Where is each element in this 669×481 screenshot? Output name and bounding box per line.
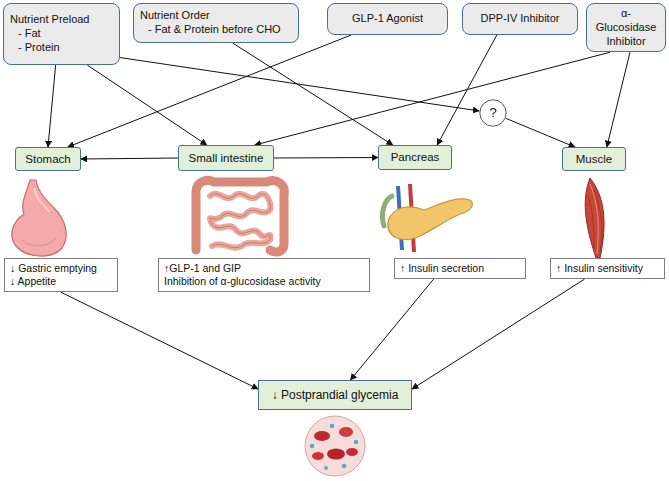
connector-arrow: [274, 157, 378, 159]
organ-box: Stomach: [15, 147, 81, 171]
node-heading: ↑ Insulin secretion: [400, 262, 484, 275]
node-heading: α-Glucosidase Inhibitor: [591, 7, 661, 48]
node-heading: ↑GLP-1 and GIP: [164, 262, 241, 275]
connector-arrow: [120, 58, 479, 111]
connector-arrow: [350, 279, 433, 380]
intervention-box: DPP-IV Inhibitor: [462, 3, 578, 35]
connector-arrow: [412, 279, 585, 389]
node-text: - Fat & Protein before CHO: [148, 23, 281, 37]
node-heading: Small intestine: [189, 151, 264, 165]
node-heading: ↓ Postprandial glycemia: [272, 388, 399, 403]
effect-box: ↑ Insulin sensitivity: [550, 258, 665, 279]
blood-illustration: [305, 416, 365, 476]
node-heading: Nutrient Order: [140, 9, 210, 23]
organ-box: Pancreas: [378, 145, 452, 170]
organ-box: Muscle: [562, 147, 626, 171]
pancreas-illustration: [382, 184, 472, 252]
connector-arrow: [61, 292, 258, 389]
node-text: Inhibition of α-glucosidase activity: [164, 275, 321, 288]
node-heading: GLP-1 Agonist: [352, 12, 423, 26]
effect-box: ↓ Gastric emptying↓ Appetite: [4, 258, 118, 292]
effect-box: ↑ Insulin secretion: [394, 258, 526, 279]
node-heading: Pancreas: [391, 150, 440, 164]
node-text: - Fat: [18, 27, 41, 41]
node-heading: Muscle: [576, 152, 612, 166]
node-heading: ↑ Insulin sensitivity: [556, 262, 643, 275]
node-heading: ?: [489, 105, 496, 121]
effect-box: ↑GLP-1 and GIPInhibition of α-glucosidas…: [158, 258, 370, 292]
intervention-box: α-Glucosidase Inhibitor: [586, 3, 666, 52]
intervention-box: Nutrient Preload- Fat- Protein: [3, 3, 120, 65]
node-heading: ↓ Gastric emptying: [10, 262, 97, 275]
connector-arrow: [506, 118, 575, 147]
node-text: - Protein: [18, 41, 60, 55]
node-text: ↓ Appetite: [10, 275, 56, 288]
intestine-illustration: [196, 180, 284, 252]
node-heading: DPP-IV Inhibitor: [481, 12, 560, 26]
node-heading: Nutrient Preload: [10, 13, 90, 27]
node-heading: Stomach: [25, 152, 70, 166]
organ-box: Small intestine: [178, 145, 274, 171]
stomach-illustration: [12, 180, 66, 256]
muscle-illustration: [585, 178, 604, 258]
connector-arrow: [81, 158, 178, 159]
unknown-circle: ?: [479, 99, 507, 127]
connector-arrow: [607, 52, 630, 147]
connector-arrow: [255, 52, 610, 145]
intervention-box: Nutrient Order- Fat & Protein before CHO: [133, 3, 299, 43]
connector-arrow: [87, 65, 207, 145]
intervention-box: GLP-1 Agonist: [327, 3, 448, 35]
outcome-box: ↓ Postprandial glycemia: [258, 380, 412, 410]
connector-arrow: [48, 65, 56, 147]
